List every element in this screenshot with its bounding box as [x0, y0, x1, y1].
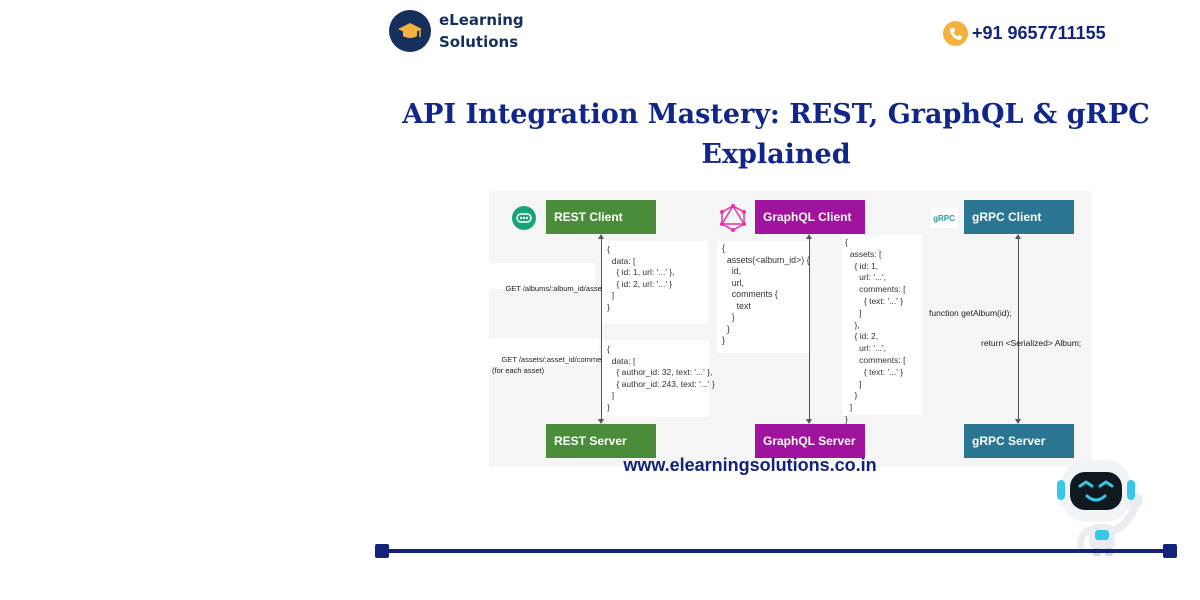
page-title-line2: Explained — [701, 139, 851, 170]
rest-arrow-up-icon — [598, 234, 604, 239]
grpc-logo-icon: gRPC — [930, 208, 958, 228]
rest-icon — [511, 205, 537, 236]
rest-connector-line — [601, 237, 602, 421]
website-link[interactable]: www.elearningsolutions.co.in — [623, 455, 877, 475]
grpc-call-label: function getAlbum(id); — [929, 308, 1012, 318]
graphql-connector-line — [809, 237, 810, 421]
api-comparison-diagram: REST Client REST Server GET /albums/:alb… — [489, 191, 1092, 467]
brand-name-line2: Solutions — [439, 33, 519, 51]
graphql-arrow-down-icon — [806, 419, 812, 424]
grpc-logo-text: gRPC — [933, 213, 955, 223]
graphql-arrow-up-icon — [806, 234, 812, 239]
rest-request-comments: GET /assets/:asset_id/comments (for each… — [492, 354, 612, 375]
rest-arrow-down-icon — [598, 419, 604, 424]
rest-response-assets: { data: [ { id: 1, url: '...' }, { id: 2… — [602, 241, 708, 323]
rest-client-box: REST Client — [546, 200, 656, 234]
rest-request-assets: GET /albums/:album_id/assets — [505, 283, 608, 293]
rest-response-comments: { data: [ { author_id: 32, text: '...' }… — [602, 341, 715, 417]
rest-server-box: REST Server — [546, 424, 656, 458]
graphql-client-box: GraphQL Client — [755, 200, 865, 234]
phone-number: +91 9657711155 — [972, 23, 1106, 43]
page-title-line1: API Integration Mastery: REST, GraphQL &… — [402, 99, 1150, 130]
graphql-response: { assets: [ { id: 1, url: '...', comment… — [842, 235, 922, 424]
graduation-cap-icon — [389, 10, 431, 52]
brand-name: eLearning Solutions — [439, 9, 524, 53]
grpc-server-box: gRPC Server — [964, 424, 1074, 458]
brand-name-line1: eLearning — [439, 11, 524, 29]
grpc-client-box: gRPC Client — [964, 200, 1074, 234]
bottom-divider-left-cap — [375, 544, 389, 558]
grpc-connector-line — [1018, 237, 1019, 421]
robot-mascot-icon — [1055, 452, 1150, 557]
bottom-divider-right-cap — [1163, 544, 1177, 558]
brand-logo[interactable]: eLearning Solutions — [389, 9, 524, 53]
phone-contact[interactable]: +91 9657711155 — [943, 21, 1106, 46]
page-title: API Integration Mastery: REST, GraphQL &… — [400, 95, 1152, 175]
grpc-return-label: return <Serialized> Album; — [981, 338, 1082, 348]
rest-request-assets-panel: GET /albums/:album_id/assets — [489, 263, 607, 293]
grpc-arrow-down-icon — [1015, 419, 1021, 424]
bottom-divider-line — [382, 549, 1170, 553]
graphql-query: { assets(<album_id>) { id, url, comments… — [717, 241, 810, 353]
grpc-arrow-up-icon — [1015, 234, 1021, 239]
graphql-icon — [718, 203, 748, 238]
phone-icon — [943, 21, 968, 46]
graphql-server-box: GraphQL Server — [755, 424, 865, 458]
rest-request-comments-panel: GET /assets/:asset_id/comments (for each… — [489, 338, 611, 375]
